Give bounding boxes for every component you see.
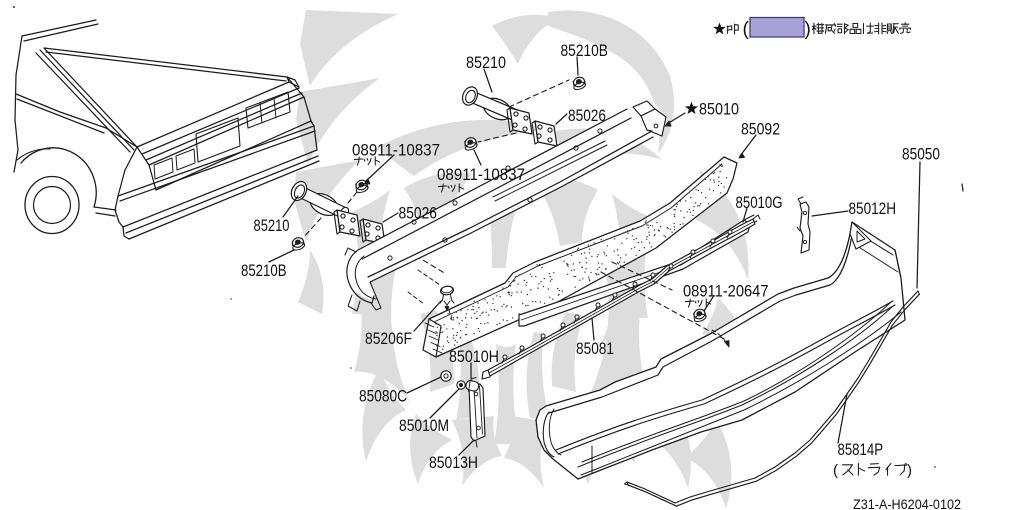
svg-text:08911-10837: 08911-10837 <box>352 141 440 160</box>
svg-text:): ) <box>907 462 912 479</box>
svg-text:85013H: 85013H <box>429 453 478 472</box>
svg-text:85080C: 85080C <box>359 387 407 406</box>
svg-text:85010: 85010 <box>699 100 739 119</box>
svg-text:85210B: 85210B <box>241 261 287 280</box>
svg-text:85012H: 85012H <box>849 199 897 218</box>
svg-text:(: ( <box>743 19 750 40</box>
svg-text:85081: 85081 <box>576 339 614 358</box>
svg-text:08911-20647: 08911-20647 <box>683 282 769 301</box>
svg-text:85026: 85026 <box>399 204 438 223</box>
svg-text:85050: 85050 <box>902 145 940 164</box>
svg-text:Z31-A-H6204-0102: Z31-A-H6204-0102 <box>853 497 961 510</box>
svg-text:85206F: 85206F <box>365 329 412 348</box>
svg-text:85010H: 85010H <box>449 347 499 366</box>
svg-text:): ) <box>805 19 811 40</box>
svg-text:85210: 85210 <box>466 53 506 72</box>
svg-text:85010M: 85010M <box>399 416 449 435</box>
svg-text:85210B: 85210B <box>561 41 609 60</box>
svg-text:85010G: 85010G <box>736 193 783 212</box>
svg-text:85092: 85092 <box>741 120 780 139</box>
svg-text:(: ( <box>833 462 838 479</box>
svg-text:85210: 85210 <box>254 216 290 235</box>
svg-text:85814P: 85814P <box>838 440 884 459</box>
svg-text:08911-10837: 08911-10837 <box>437 165 525 184</box>
svg-text:85026: 85026 <box>568 106 606 125</box>
